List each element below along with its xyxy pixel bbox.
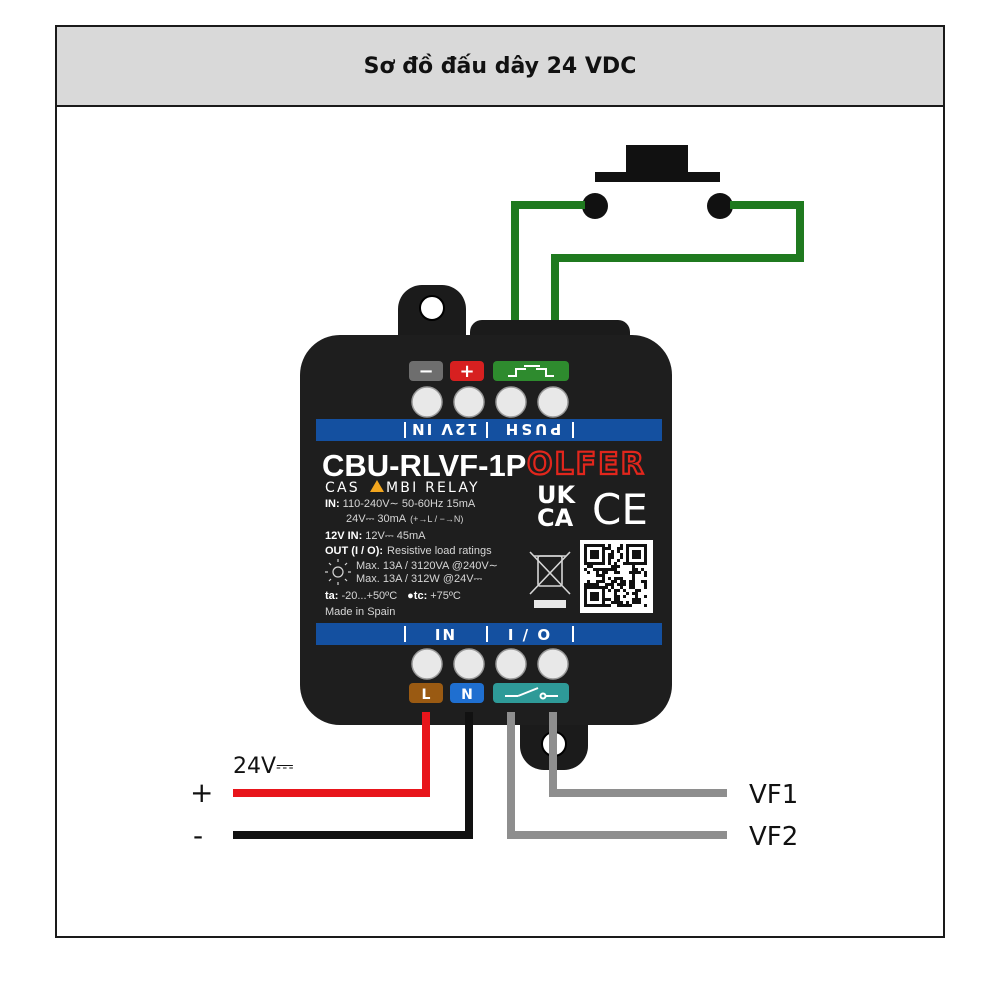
svg-text:CAS: CAS — [325, 480, 360, 496]
spec-24v-polarity: (+→L / −→N) — [410, 514, 463, 524]
bottom-label-bar — [316, 623, 662, 645]
weee-bar — [534, 600, 566, 608]
push-button-icon — [582, 145, 733, 219]
svg-text:24V⎓ 30mA(+→L / −→N): 24V⎓ 30mA(+→L / −→N) — [346, 513, 463, 525]
model-name: CBU-RLVF-1P — [322, 448, 526, 483]
spec-ta-value: -20...+50ºC — [341, 590, 397, 602]
qr-code-icon — [580, 540, 653, 613]
spec-in-value: 110-240V∼ 50-60Hz 15mA — [343, 498, 476, 510]
vf2-label: VF2 — [749, 822, 798, 852]
spec-tc-value: +75ºC — [430, 590, 461, 602]
terminal-l-label: L — [422, 687, 431, 703]
minus-label: - — [193, 819, 203, 852]
lamp-icon — [325, 559, 351, 585]
spec-12v-label: 12V IN: — [325, 530, 362, 542]
svg-text:OUT (I / O):Resistive load rat: OUT (I / O): Resistive load ratings — [325, 545, 492, 557]
top-bar-label-push: PUSH — [503, 420, 562, 438]
ce-mark-icon: CE — [592, 485, 648, 534]
spec-out-value: Resistive load ratings — [387, 545, 492, 557]
page-title: Sơ đồ đấu dây 24 VDC — [363, 53, 637, 79]
top-screws — [411, 386, 569, 418]
terminal-plus-label: + — [459, 361, 474, 382]
diagram-frame: Sơ đồ đấu dây 24 VDC — [55, 25, 945, 938]
subtitle-part-a: CAS — [325, 480, 360, 496]
subtitle-part-b: MBI RELAY — [386, 480, 480, 496]
top-label-bar — [316, 419, 662, 441]
spec-max-dc: Max. 13A / 312W @24V⎓ — [356, 573, 483, 585]
casambi-triangle-icon — [370, 480, 384, 492]
spec-12v-value: 12V⎓ 45mA — [365, 530, 426, 542]
terminal-io — [493, 683, 569, 703]
supply-label: 24V⎓ — [233, 754, 294, 779]
weee-bin-icon — [529, 551, 571, 595]
terminal-minus-label: − — [418, 361, 433, 382]
spec-max-ac: Max. 13A / 3120VA @240V∼ — [356, 560, 498, 572]
terminal-l — [409, 683, 443, 703]
bottom-bar-label-in: IN — [435, 626, 457, 644]
top-bar-label-12v-in: 12V IN — [410, 420, 478, 438]
relay-switch-icon — [505, 687, 558, 700]
brand-logo: OLFER — [527, 447, 646, 482]
svg-text:12V IN:12V⎓ 45mA: 12V IN:12V⎓ 45mA — [325, 530, 426, 542]
plus-label: + — [190, 776, 213, 809]
title-bar: Sơ đồ đấu dây 24 VDC — [57, 27, 943, 107]
bottom-screws — [411, 648, 569, 680]
spec-made-in: Made in Spain — [325, 606, 395, 618]
spec-tc-label: ●tc: — [407, 590, 427, 602]
spec-24v-value: 24V⎓ 30mA — [346, 513, 407, 525]
spec-ta-label: ta: — [325, 590, 338, 602]
vf1-label: VF1 — [749, 780, 798, 810]
ukca-mark-icon: UK CA — [537, 481, 576, 532]
terminal-n-label: N — [461, 687, 473, 703]
power-wires — [233, 712, 473, 839]
push-switch-icon — [508, 365, 554, 377]
terminal-plus — [450, 361, 484, 381]
ukca-top: UK — [537, 481, 576, 509]
svg-text:ta:-20...+50ºC●tc:+75ºC: ta:-20...+50ºC ●tc:+75ºC — [325, 590, 461, 602]
load-wires — [507, 712, 727, 839]
push-wires — [511, 201, 804, 345]
svg-text:IN:110-240V∼ 50-60Hz 15mA: IN:110-240V∼ 50-60Hz 15mA — [325, 498, 476, 510]
terminal-minus — [409, 361, 443, 381]
relay-device: − + 12V IN PUSH CBU-RLVF-1P OLFER — [300, 285, 672, 770]
ukca-bottom: CA — [537, 504, 574, 532]
bottom-bar-label-io: I / O — [508, 626, 552, 644]
terminal-push — [493, 361, 569, 381]
spec-out-label: OUT (I / O): — [325, 545, 383, 557]
spec-in-label: IN: — [325, 498, 340, 510]
terminal-n — [450, 683, 484, 703]
